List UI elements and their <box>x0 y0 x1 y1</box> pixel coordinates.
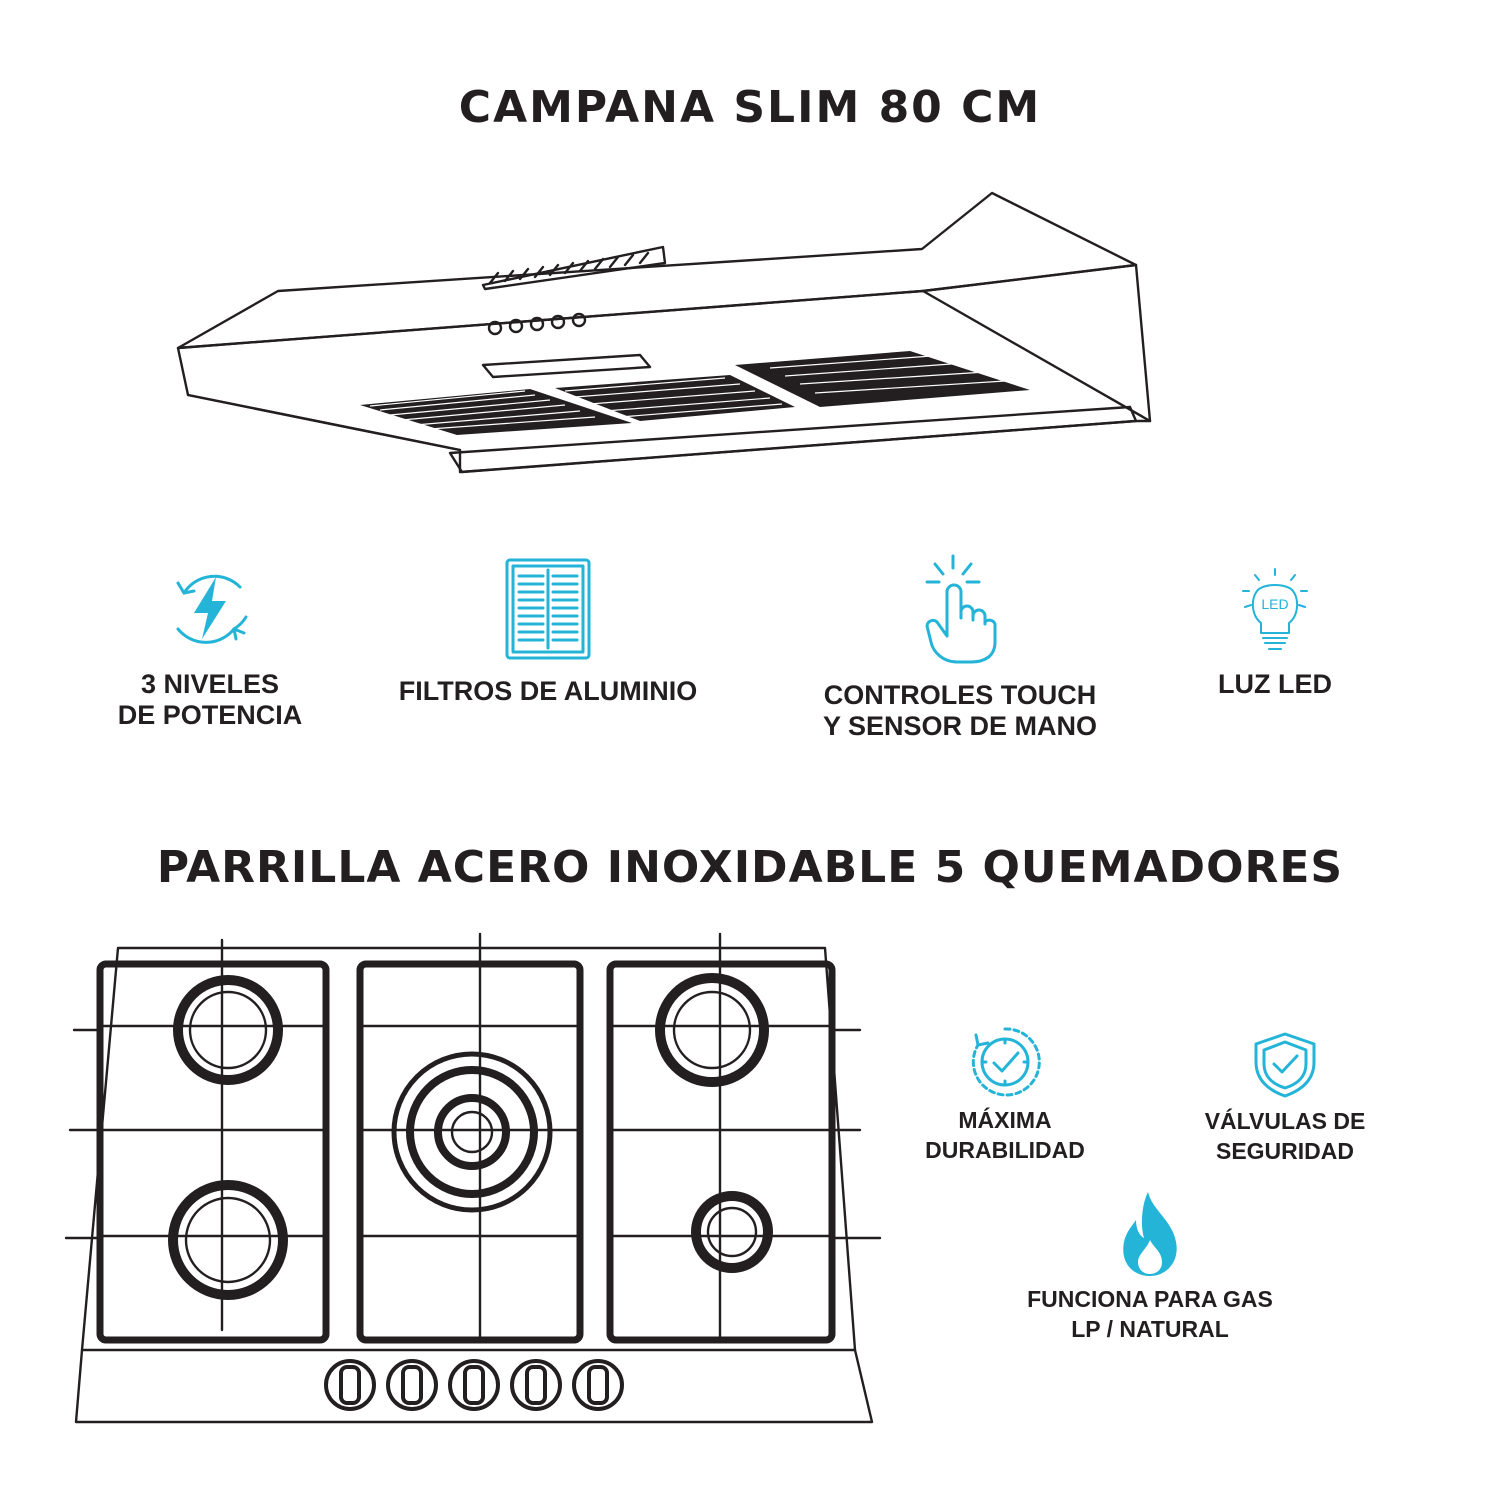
touch-hand-icon <box>925 554 997 664</box>
feature-power-levels: 3 NIVELES DE POTENCIA <box>100 563 320 731</box>
feature-label-line: LUZ LED <box>1218 669 1332 699</box>
safety-shield-icon <box>1254 1032 1316 1098</box>
feature-durability: MÁXIMA DURABILIDAD <box>905 1025 1105 1165</box>
feature-label-line: MÁXIMA <box>958 1107 1052 1133</box>
feature-led-light: LED LUZ LED <box>1185 565 1365 700</box>
led-bulb-icon: LED <box>1242 568 1308 650</box>
feature-safety-valves: VÁLVULAS DE SEGURIDAD <box>1180 1030 1390 1166</box>
aluminum-filter-icon <box>505 558 591 660</box>
durability-clock-icon <box>971 1027 1041 1097</box>
svg-text:LED: LED <box>1261 596 1288 612</box>
cooktop-illustration <box>64 932 882 1424</box>
power-levels-icon <box>176 574 248 644</box>
range-hood-illustration <box>176 191 1152 474</box>
feature-label-line: 3 NIVELES <box>140 669 280 699</box>
feature-label-line: LP / NATURAL <box>1071 1316 1229 1342</box>
gas-flame-icon <box>1123 1192 1177 1276</box>
feature-label-line: VÁLVULAS DE <box>1204 1108 1366 1134</box>
feature-gas-type: FUNCIONA PARA GAS LP / NATURAL <box>995 1190 1305 1344</box>
feature-label-line: SEGURIDAD <box>1215 1138 1354 1164</box>
feature-aluminum-filters: FILTROS DE ALUMINIO <box>388 556 708 707</box>
cooktop-title: PARRILLA ACERO INOXIDABLE 5 QUEMADORES <box>156 842 1344 893</box>
feature-label-line: FUNCIONA PARA GAS <box>1027 1286 1273 1312</box>
feature-label-line: Y SENSOR DE MANO <box>822 711 1098 741</box>
feature-label-line: DE POTENCIA <box>117 700 303 730</box>
feature-label-line: FILTROS DE ALUMINIO <box>398 676 698 706</box>
feature-label-line: DURABILIDAD <box>925 1137 1085 1163</box>
hood-title: CAMPANA SLIM 80 CM <box>458 82 1042 133</box>
feature-label-line: CONTROLES TOUCH <box>823 680 1097 710</box>
feature-touch-controls: CONTROLES TOUCH Y SENSOR DE MANO <box>800 552 1120 742</box>
